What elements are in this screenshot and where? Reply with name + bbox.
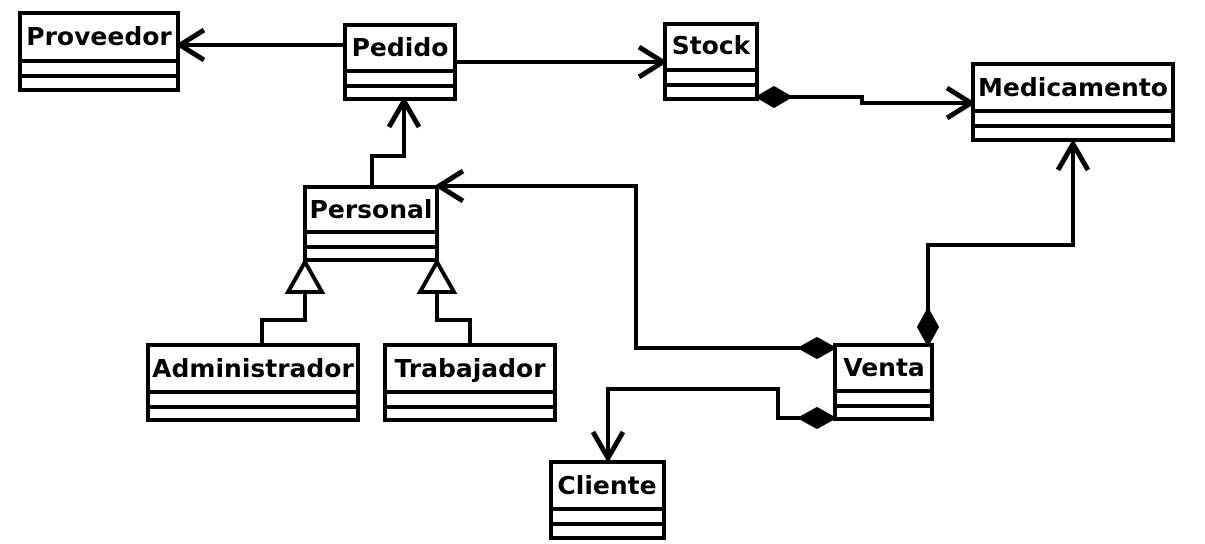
connector-line xyxy=(790,95,969,105)
filled-diamond-icon xyxy=(755,85,793,109)
class-name-label: Medicamento xyxy=(978,73,1168,102)
connector-line xyxy=(370,103,406,187)
class-name-label: Venta xyxy=(843,353,925,382)
class-name-label: Stock xyxy=(672,31,752,60)
relationship-venta-to-medicamento[interactable] xyxy=(916,138,1091,348)
relationship-pedido-to-stock[interactable] xyxy=(455,44,668,80)
hollow-triangle-icon xyxy=(284,257,326,294)
class-box-venta[interactable]: Venta xyxy=(833,343,934,421)
class-name-label: Cliente xyxy=(557,471,656,500)
relationship-pedido-to-proveedor[interactable] xyxy=(175,27,345,63)
filled-diamond-icon xyxy=(916,306,940,348)
hollow-triangle-icon xyxy=(416,257,458,294)
class-box-pedido[interactable]: Pedido xyxy=(343,23,457,101)
class-name-label: Trabajador xyxy=(394,354,546,383)
filled-diamond-icon xyxy=(796,336,838,360)
class-box-stock[interactable]: Stock xyxy=(663,22,759,101)
open-arrow-icon xyxy=(590,430,626,464)
classes-layer: Proveedor Pedido Stock Medica xyxy=(18,11,1175,540)
class-box-personal[interactable]: Personal xyxy=(303,185,439,262)
connector-line xyxy=(441,184,800,350)
class-box-cliente[interactable]: Cliente xyxy=(549,460,666,540)
filled-diamond-icon xyxy=(796,406,838,430)
relationship-venta-to-cliente[interactable] xyxy=(590,387,838,464)
connector-line xyxy=(606,387,800,458)
class-box-trabajador[interactable]: Trabajador xyxy=(383,343,557,422)
class-box-proveedor[interactable]: Proveedor xyxy=(18,11,180,92)
generalization-markers-layer xyxy=(284,257,458,294)
relationship-stock-to-medicamento[interactable] xyxy=(755,85,976,121)
class-name-label: Administrador xyxy=(152,354,354,383)
relationship-administrador-to-personal[interactable] xyxy=(260,292,307,345)
class-box-medicamento[interactable]: Medicamento xyxy=(971,62,1175,142)
connector-line xyxy=(926,146,1075,318)
open-arrow-icon xyxy=(1055,138,1091,172)
class-name-label: Pedido xyxy=(352,33,449,62)
class-box-administrador[interactable]: Administrador xyxy=(146,343,360,422)
relationships-layer xyxy=(175,27,1091,464)
connector-line xyxy=(435,292,472,345)
connector-line xyxy=(260,292,307,345)
relationship-personal-to-pedido[interactable] xyxy=(370,95,422,187)
relationship-venta-to-personal[interactable] xyxy=(434,168,838,360)
class-name-label: Personal xyxy=(310,195,433,224)
class-name-label: Proveedor xyxy=(26,22,172,51)
relationship-trabajador-to-personal[interactable] xyxy=(435,292,472,345)
